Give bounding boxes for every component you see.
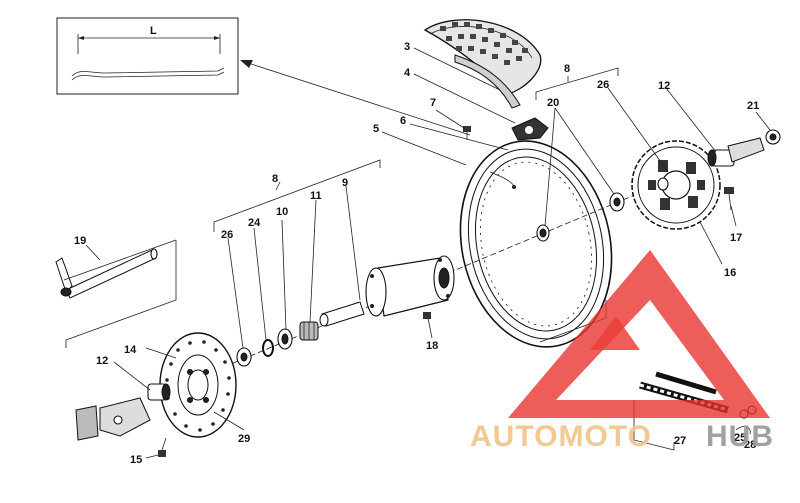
bearing-11 — [299, 321, 319, 341]
rim-lock-4 — [511, 117, 549, 141]
nut-21 — [765, 129, 781, 145]
bearing-26-left — [236, 347, 252, 367]
rim — [459, 140, 613, 348]
callout-12-right: 12 — [658, 80, 670, 92]
bolt-17 — [724, 187, 734, 211]
bearing-rim-right — [609, 192, 625, 212]
screw-7 — [463, 126, 471, 140]
circlip-24 — [262, 339, 274, 357]
callout-15: 15 — [130, 454, 142, 466]
callout-18: 18 — [426, 340, 438, 352]
leader-lines — [85, 47, 771, 459]
caliper-bracket — [75, 397, 151, 441]
callout-29: 29 — [238, 433, 250, 445]
callout-3: 3 — [404, 41, 410, 53]
sprocket — [631, 140, 721, 230]
arrow-head — [240, 60, 253, 68]
spacer-tube — [319, 301, 365, 327]
watermark-logo: AUTOMOTO HUB — [470, 250, 774, 453]
chain-clip-25 — [735, 426, 751, 435]
callout-5: 5 — [373, 123, 379, 135]
callout-7: 7 — [430, 97, 436, 109]
callout-9: 9 — [342, 177, 348, 189]
callout-11: 11 — [310, 190, 322, 202]
callout-19: 19 — [74, 235, 86, 247]
callout-24: 24 — [248, 217, 261, 229]
bearing-20 — [536, 224, 550, 242]
watermark-word-b: HUB — [706, 420, 774, 453]
callout-26-right: 26 — [597, 79, 609, 91]
dimension-label: L — [150, 25, 157, 37]
callout-labels: 3 4 8 26 12 21 7 6 20 5 8 9 24 10 11 26 … — [74, 41, 759, 466]
detail-inset: L — [56, 17, 239, 95]
callout-8-left: 8 — [272, 173, 278, 185]
callout-16: 16 — [724, 267, 736, 279]
callout-25: 25 — [734, 432, 746, 444]
callout-8-right: 8 — [564, 63, 570, 75]
callout-17: 17 — [730, 232, 742, 244]
callout-14: 14 — [124, 344, 137, 356]
watermark-word-a: AUTOMOTO — [470, 420, 652, 453]
callout-4: 4 — [404, 67, 411, 79]
bolt-18 — [423, 312, 431, 319]
callout-26-left: 26 — [221, 229, 233, 241]
callout-12-left: 12 — [96, 355, 108, 367]
wheel-hub — [365, 255, 455, 317]
callout-21: 21 — [747, 100, 759, 112]
spacer-12-left — [147, 383, 171, 401]
callout-28: 28 — [744, 439, 756, 451]
tyre — [423, 19, 542, 109]
chain-adjuster-right — [727, 137, 765, 163]
callout-20: 20 — [547, 97, 559, 109]
callout-27: 27 — [674, 435, 686, 447]
callout-10: 10 — [276, 206, 288, 218]
callout-6: 6 — [400, 115, 406, 127]
brake-disc — [159, 332, 237, 438]
screw-15 — [158, 437, 167, 457]
axle-19 — [55, 248, 158, 299]
bearing-10 — [277, 328, 293, 350]
